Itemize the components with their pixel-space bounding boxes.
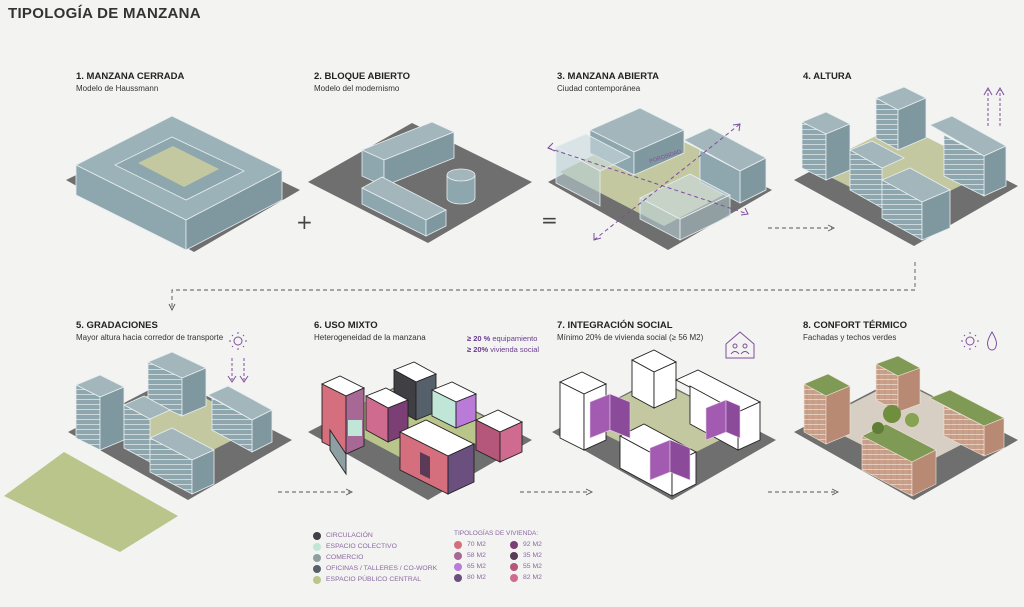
step-7-subtitle: Mínimo 20% de vivienda social (≥ 56 M2) bbox=[557, 333, 704, 342]
step-6-caption: 6. USO MIXTO Heterogeneidad de la manzan… bbox=[314, 320, 426, 342]
water-drop-icon bbox=[987, 331, 997, 351]
legend-label: 55 M2 bbox=[523, 563, 542, 570]
legend-label: CIRCULACIÓN bbox=[326, 532, 373, 539]
arrow-heads bbox=[168, 224, 840, 496]
legend-swatch bbox=[313, 553, 321, 562]
step-2-caption: 2. BLOQUE ABIERTO Modelo del modernismo bbox=[314, 71, 410, 93]
legend-label: COMERCIO bbox=[326, 554, 364, 561]
typologies-grid: 70 M2 92 M2 58 M2 35 M2 65 M2 55 M2 80 M2 82 M2 bbox=[454, 539, 570, 583]
legend-label: OFICINAS / TALLERES / CO-WORK bbox=[326, 565, 438, 572]
closed-block-diagram bbox=[66, 115, 300, 252]
uses-legend-item: OFICINAS / TALLERES / CO-WORK bbox=[313, 563, 437, 574]
step-4-heading: 4. ALTURA bbox=[803, 71, 852, 82]
equipment-pct: ≥ 20 % bbox=[467, 334, 491, 343]
typology-legend-item: 80 M2 bbox=[454, 572, 510, 583]
typology-legend-item: 58 M2 bbox=[454, 550, 510, 561]
uses-legend: CIRCULACIÓN ESPACIO COLECTIVO COMERCIO OFIC… bbox=[313, 530, 437, 585]
legend-swatch bbox=[313, 542, 321, 551]
legend-label: ESPACIO COLECTIVO bbox=[326, 543, 397, 550]
gradation-diagram bbox=[4, 351, 292, 552]
legend-label: ESPACIO PÚBLICO CENTRAL bbox=[326, 576, 422, 583]
legend-swatch bbox=[454, 551, 462, 560]
step-4-caption: 4. ALTURA bbox=[803, 71, 852, 84]
legend-label: 70 M2 bbox=[467, 541, 486, 548]
sun-icon-thermal bbox=[961, 332, 979, 350]
typology-legend-item: 35 M2 bbox=[510, 550, 570, 561]
step-3-caption: 3. MANZANA ABIERTA Ciudad contemporánea bbox=[557, 71, 659, 93]
legend-swatch bbox=[510, 551, 518, 560]
legend-swatch bbox=[313, 564, 321, 573]
step-7-caption: 7. INTEGRACIÓN SOCIAL Mínimo 20% de vivi… bbox=[557, 320, 703, 342]
step-2-subtitle: Modelo del modernismo bbox=[314, 84, 400, 93]
uses-legend-item: ESPACIO PÚBLICO CENTRAL bbox=[313, 574, 437, 585]
step-5-subtitle: Mayor altura hacia corredor de transport… bbox=[76, 333, 224, 342]
step-2-heading: 2. BLOQUE ABIERTO bbox=[314, 71, 411, 82]
social-housing-icon bbox=[725, 331, 755, 359]
legend-swatch bbox=[510, 540, 518, 549]
step-3-heading: 3. MANZANA ABIERTA bbox=[557, 71, 660, 82]
typology-legend-item: 92 M2 bbox=[510, 539, 570, 550]
step-6-subtitle: Heterogeneidad de la manzana bbox=[314, 333, 426, 342]
legend-swatch bbox=[313, 575, 321, 584]
typology-legend-item: 82 M2 bbox=[510, 572, 570, 583]
thermal-comfort-diagram bbox=[794, 355, 1018, 500]
step-5-heading: 5. GRADACIONES bbox=[76, 320, 158, 331]
page-title: TIPOLOGÍA DE MANZANA bbox=[8, 5, 201, 22]
typology-legend-item: 55 M2 bbox=[510, 561, 570, 572]
mixed-use-diagram bbox=[308, 361, 532, 500]
legend-swatch bbox=[454, 540, 462, 549]
legend-swatch bbox=[454, 562, 462, 571]
legend-swatch bbox=[510, 573, 518, 582]
uses-legend-item: ESPACIO COLECTIVO bbox=[313, 541, 437, 552]
typologies-legend: TIPOLOGÍAS DE VIVIENDA: 70 M2 92 M2 58 M2 3… bbox=[454, 530, 570, 583]
legend-swatch bbox=[454, 573, 462, 582]
sun-icon bbox=[229, 332, 247, 350]
typology-legend-item: 65 M2 bbox=[454, 561, 510, 572]
social-integration-diagram bbox=[552, 349, 776, 500]
social-housing-label: vivienda social bbox=[488, 345, 540, 354]
typologies-legend-title: TIPOLOGÍAS DE VIVIENDA: bbox=[454, 530, 539, 537]
step-1-caption: 1. MANZANA CERRADA Modelo de Haussmann bbox=[76, 71, 184, 93]
legend-label: 82 M2 bbox=[523, 574, 542, 581]
step-8-subtitle: Fachadas y techos verdes bbox=[803, 333, 897, 342]
plus-operator: + bbox=[296, 210, 313, 234]
social-housing-pct: ≥ 20% bbox=[467, 345, 489, 354]
step-1-heading: 1. MANZANA CERRADA bbox=[76, 71, 185, 82]
step-3-subtitle: Ciudad contemporánea bbox=[557, 84, 641, 93]
height-diagram bbox=[794, 86, 1018, 246]
legend-swatch bbox=[510, 562, 518, 571]
open-block-diagram bbox=[308, 121, 532, 243]
step-5-caption: 5. GRADACIONES Mayor altura hacia corred… bbox=[76, 320, 223, 342]
flow-connectors bbox=[171, 227, 916, 493]
step-6-heading: 6. USO MIXTO bbox=[314, 320, 378, 331]
step-7-heading: 7. INTEGRACIÓN SOCIAL bbox=[557, 320, 673, 331]
uses-legend-item: COMERCIO bbox=[313, 552, 437, 563]
open-block-synthesis-diagram: POROSIDAD bbox=[547, 107, 772, 250]
typology-legend-item: 70 M2 bbox=[454, 539, 510, 550]
uses-legend-item: CIRCULACIÓN bbox=[313, 530, 437, 541]
legend-label: 80 M2 bbox=[467, 574, 486, 581]
legend-swatch bbox=[313, 531, 321, 540]
equals-operator: = bbox=[541, 208, 558, 232]
equipment-label: equipamiento bbox=[490, 334, 538, 343]
step-1-subtitle: Modelo de Haussmann bbox=[76, 84, 159, 93]
step-8-heading: 8. CONFORT TÉRMICO bbox=[803, 320, 907, 331]
step-8-caption: 8. CONFORT TÉRMICO Fachadas y techos ver… bbox=[803, 320, 907, 342]
legend-label: 58 M2 bbox=[467, 552, 486, 559]
legend-label: 35 M2 bbox=[523, 552, 542, 559]
mixed-use-note: ≥ 20 % equipamiento ≥ 20% vivienda socia… bbox=[467, 333, 539, 355]
legend-label: 92 M2 bbox=[523, 541, 542, 548]
legend-label: 65 M2 bbox=[467, 563, 486, 570]
